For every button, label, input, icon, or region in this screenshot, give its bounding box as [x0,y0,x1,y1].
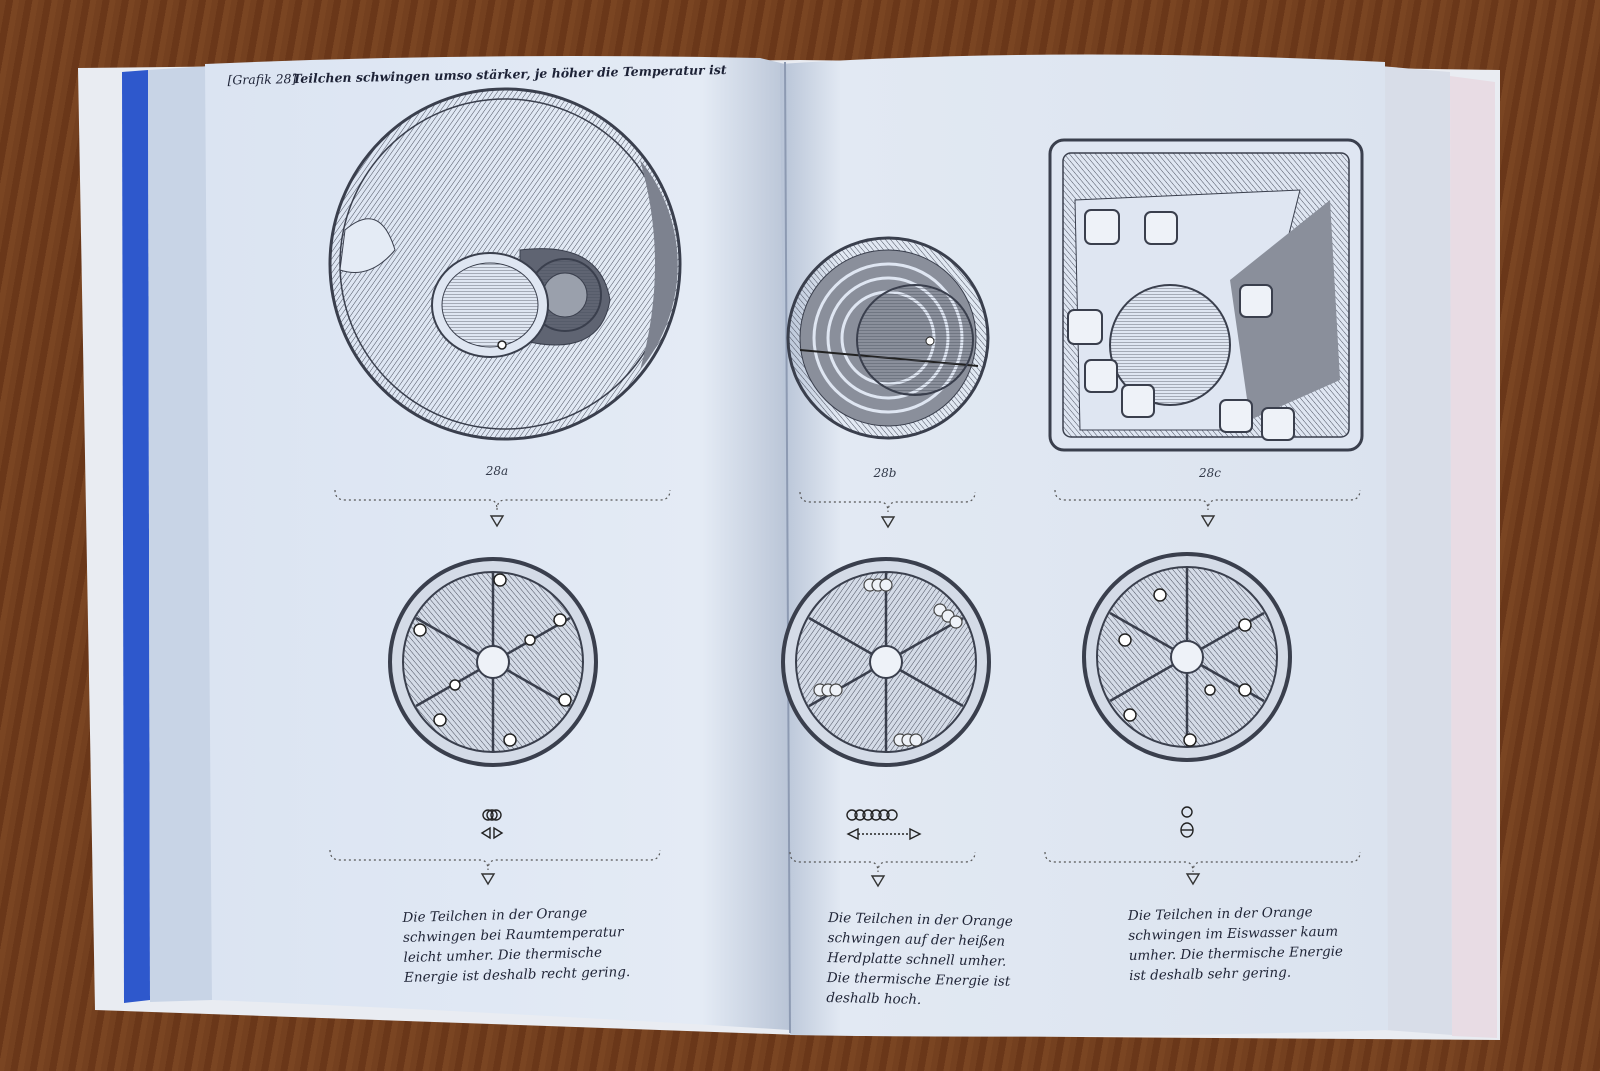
brace-28c [1054,489,1361,511]
book-gutter [784,61,791,1034]
orange-slice-room-temperature [388,557,598,767]
figure-label-28b: 28b [873,466,897,480]
figure-label-28a: 28a [485,464,508,478]
caption-room-temperature: Die Teilchen in der Orange schwingen bei… [401,905,631,986]
caption-line: ist deshalb sehr gering. [1129,965,1291,984]
caption-line: Energie ist deshalb recht gering. [403,964,631,986]
figure-label-28c: 28c [1198,466,1221,480]
caption-ice-water: Die Teilchen in der Orange schwingen im … [1127,904,1344,984]
particle-motion-icon-cold [1180,806,1194,838]
arrow-28a [489,515,505,528]
caption-line: schwingen bei Raumtemperatur [403,924,625,946]
arrow-28c [1200,515,1216,528]
arrow-caption-room [480,873,496,886]
caption-line: deshalb hoch. [826,990,921,1008]
figure-28b-stove-illustration [786,236,990,440]
arrow-caption-cold [1185,873,1201,886]
arrow-28b [880,516,896,529]
caption-line: Herdplatte schnell umher. [826,950,1007,970]
caption-line: schwingen im Eiswasser kaum [1128,924,1338,944]
caption-line: leicht umher. Die thermische [403,945,602,966]
brace-28a [334,489,671,511]
brace-caption-room [329,849,661,871]
particle-motion-icon-hot [846,809,922,841]
brace-28b [799,491,976,513]
figure-28c-icewater-illustration [1048,138,1364,452]
caption-line: schwingen auf der heißen [827,930,1005,950]
header-label: [Grafik 28] [227,71,296,87]
caption-line: Die Teilchen in der Orange [827,910,1013,930]
caption-line: Die Teilchen in der Orange [401,905,587,926]
particle-motion-icon-room [480,809,504,840]
brace-caption-cold [1044,851,1361,873]
caption-line: Die thermische Energie ist [826,970,1011,990]
orange-slice-ice-water [1082,552,1292,762]
caption-line: umher. Die thermische Energie [1129,944,1344,964]
caption-line: Die Teilchen in der Orange [1127,904,1313,924]
arrow-caption-hot [870,875,886,888]
brace-caption-hot [789,851,976,873]
figure-28a-bowl-illustration [328,87,682,441]
caption-hot-stove: Die Teilchen in der Orange schwingen auf… [826,910,1013,1008]
orange-slice-hot-stove [781,557,991,767]
